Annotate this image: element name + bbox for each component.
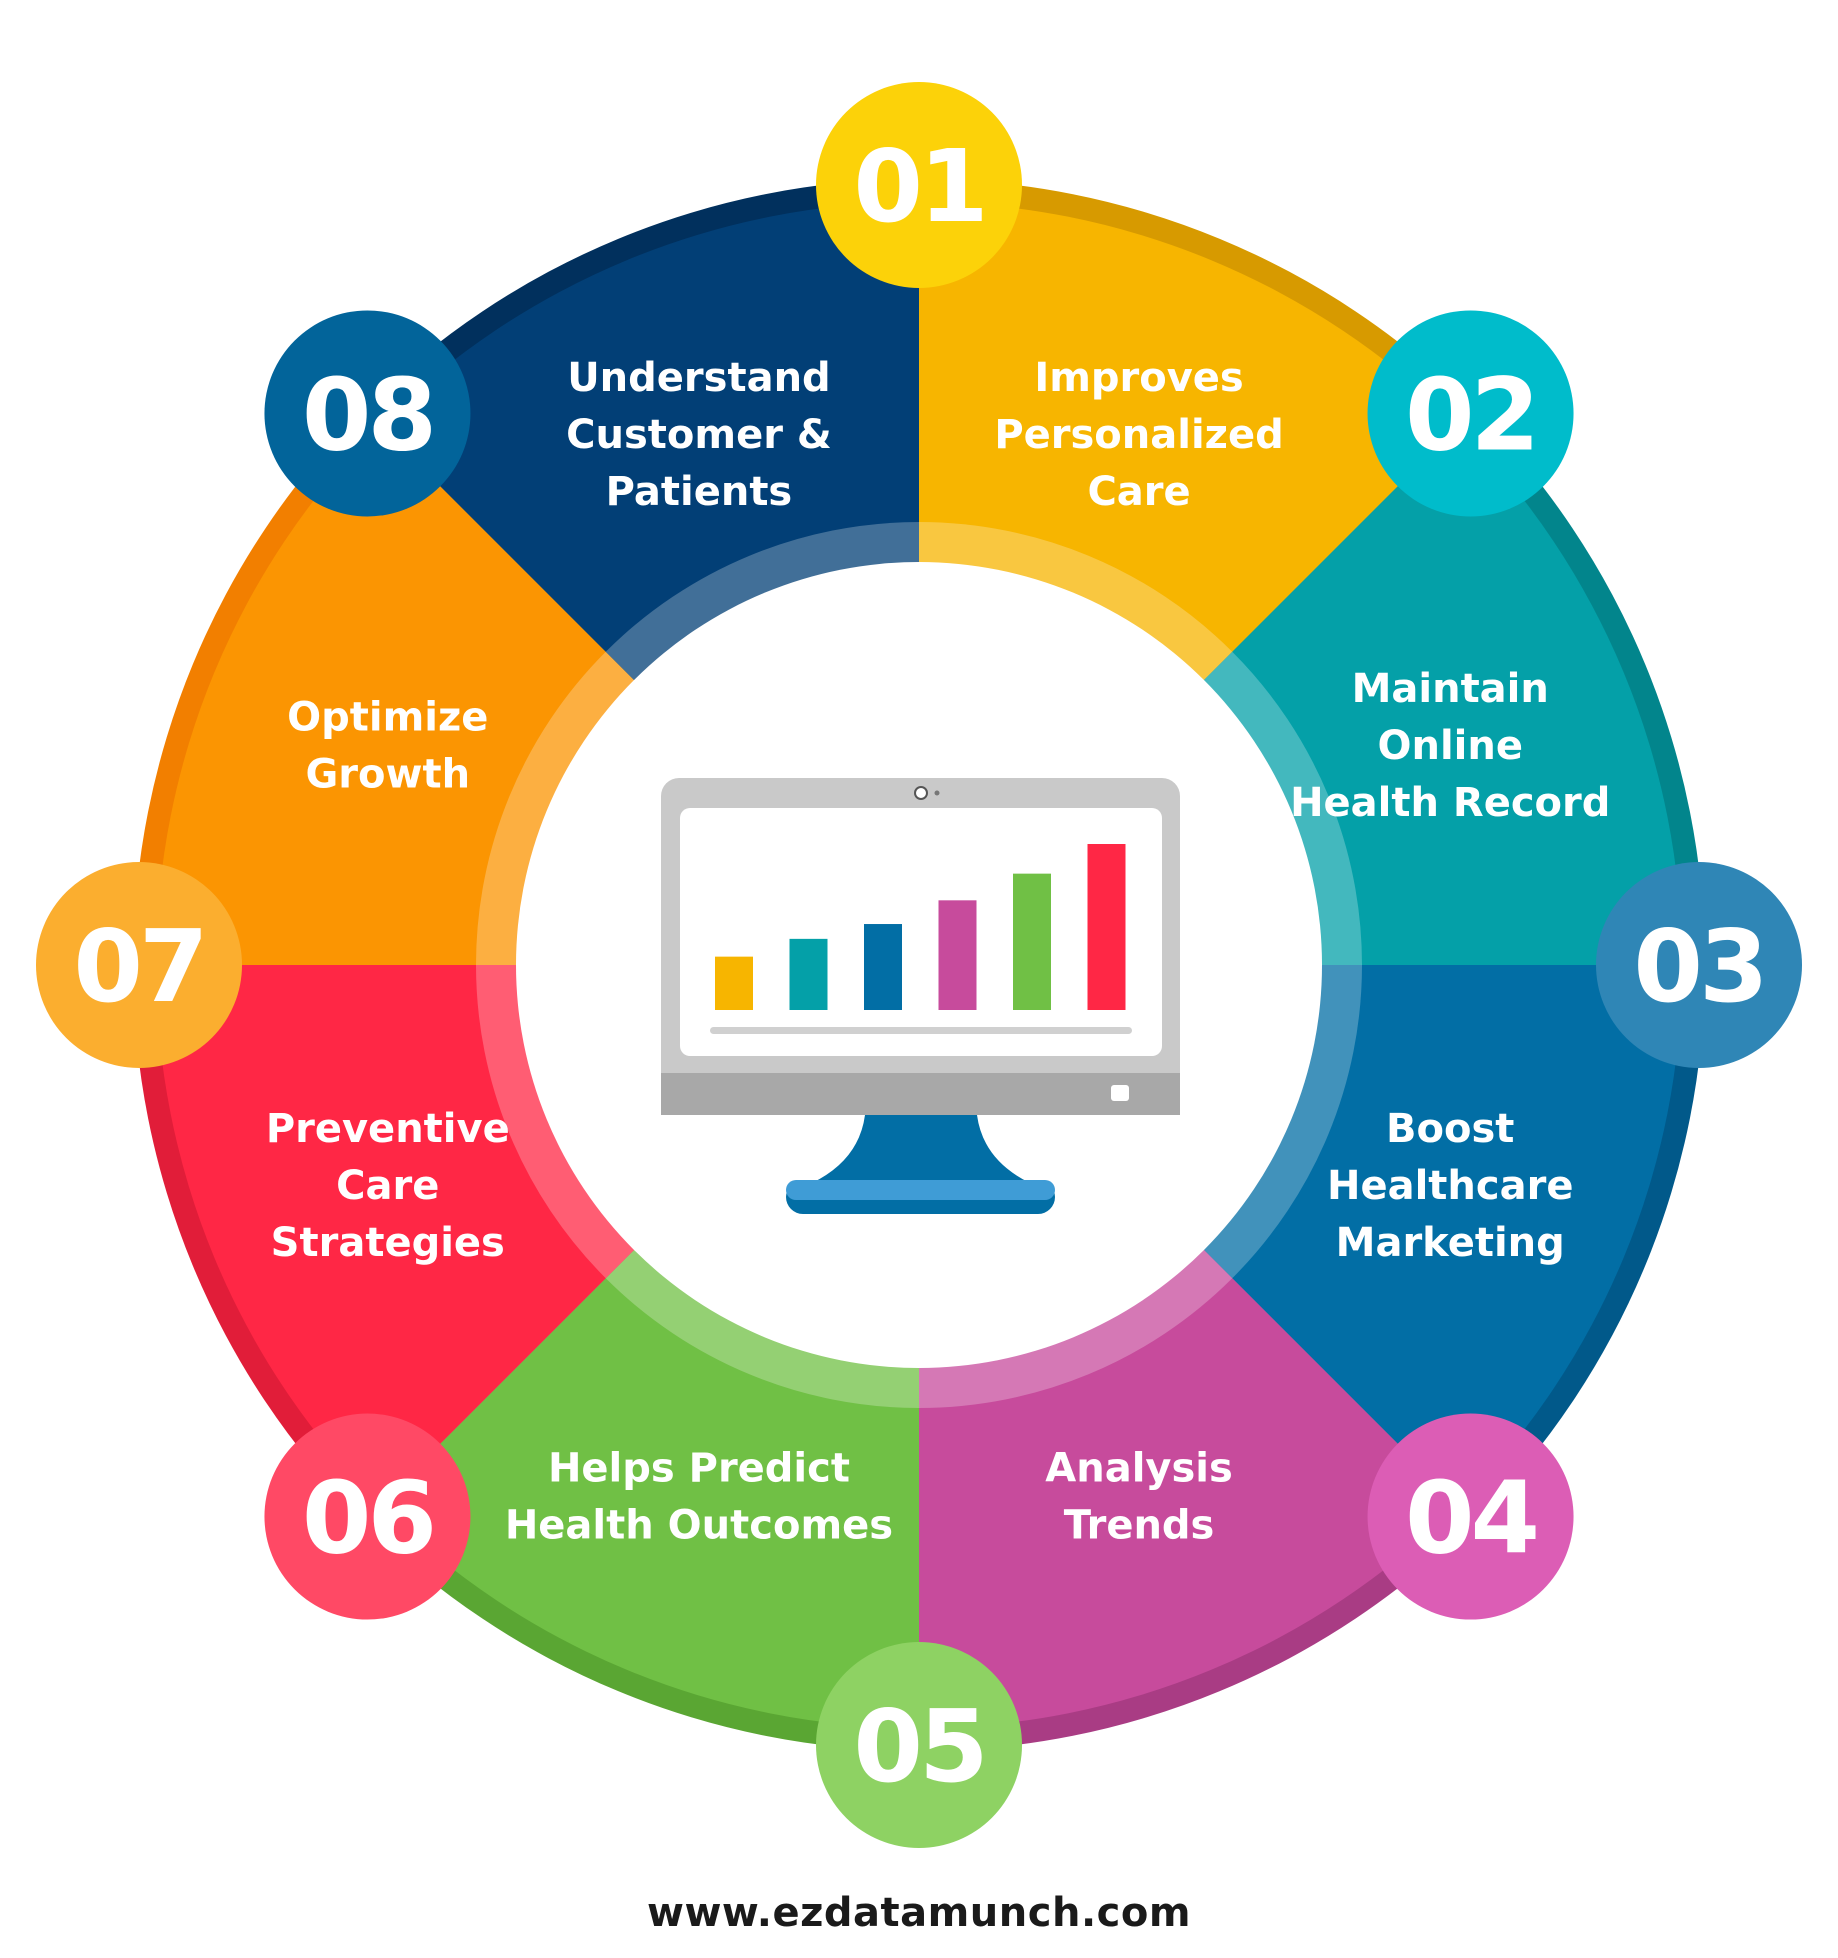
step-label-line: Healthcare	[1327, 1163, 1573, 1209]
camera-icon	[914, 786, 928, 800]
badge-circle	[1596, 862, 1802, 1068]
step-number: 07	[73, 908, 204, 1025]
step-badges: 01 02 03 04 05 06 07 08	[36, 82, 1802, 1848]
step-badge-03: 03	[1596, 862, 1802, 1068]
monitor-bar	[1013, 873, 1051, 1010]
monitor-icon	[661, 778, 1180, 1214]
badge-circle	[36, 862, 242, 1068]
step-label-line: Marketing	[1336, 1220, 1565, 1266]
monitor-base-highlight	[786, 1180, 1055, 1200]
step-number: 05	[853, 1688, 984, 1805]
step-label-line: Helps Predict	[548, 1446, 850, 1492]
step-badge-05: 05	[816, 1642, 1022, 1848]
step-label-line: Care	[336, 1163, 439, 1209]
step-badge-08: 08	[264, 310, 471, 517]
badge-circle	[816, 82, 1022, 288]
monitor-bezel-corner-fix	[661, 1095, 1180, 1115]
step-label-line: Preventive	[266, 1106, 510, 1152]
step-number: 08	[302, 356, 433, 473]
step-label-line: Analysis	[1045, 1446, 1233, 1492]
step-badge-02: 02	[1367, 310, 1574, 517]
step-label-line: Care	[1087, 469, 1190, 515]
step-number: 04	[1405, 1460, 1536, 1577]
monitor-bar	[864, 924, 902, 1010]
monitor-bar-chart	[715, 844, 1126, 1010]
step-number: 01	[853, 128, 984, 245]
step-label-line: Online	[1377, 723, 1523, 769]
monitor-bar	[1087, 844, 1126, 1010]
step-badge-01: 01	[816, 82, 1022, 288]
step-label-line: Strategies	[271, 1220, 505, 1266]
step-label-line: Health Outcomes	[505, 1503, 893, 1549]
step-label-line: Trends	[1064, 1503, 1215, 1549]
badge-circle	[264, 1413, 471, 1620]
monitor-bar	[789, 938, 828, 1010]
step-number: 03	[1633, 908, 1764, 1025]
step-badge-04: 04	[1367, 1413, 1574, 1620]
monitor-stand	[812, 1115, 1030, 1183]
badge-circle	[816, 1642, 1022, 1848]
step-label-line: Patients	[606, 469, 793, 515]
monitor-bar	[938, 900, 977, 1010]
step-label-line: Optimize	[287, 694, 488, 740]
step-label-line: Health Record	[1290, 780, 1610, 826]
step-label-line: Improves	[1034, 355, 1243, 401]
step-label-line: Customer &	[566, 412, 832, 458]
step-badge-07: 07	[36, 862, 242, 1068]
monitor-bar	[715, 956, 753, 1010]
step-number: 02	[1405, 356, 1536, 473]
power-button-icon	[1111, 1085, 1129, 1101]
footer-url: www.ezdatamunch.com	[647, 1890, 1191, 1936]
step-label-line: Maintain	[1352, 666, 1549, 712]
badge-circle	[264, 310, 471, 517]
step-label-line: Growth	[305, 751, 470, 797]
screen-baseline	[710, 1027, 1132, 1034]
badge-circle	[1367, 310, 1574, 517]
step-badge-06: 06	[264, 1413, 471, 1620]
badge-circle	[1367, 1413, 1574, 1620]
step-label-line: Personalized	[994, 412, 1283, 458]
step-label-line: Understand	[567, 355, 830, 401]
camera-dot	[934, 790, 940, 796]
step-label-line: Boost	[1386, 1106, 1514, 1152]
step-number: 06	[302, 1460, 433, 1577]
